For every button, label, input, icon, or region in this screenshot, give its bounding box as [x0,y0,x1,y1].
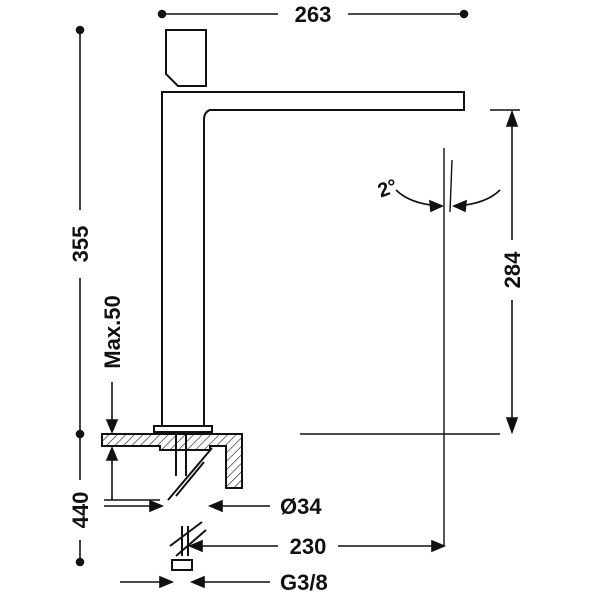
dim-hole-diameter [104,499,270,513]
shank [167,432,213,501]
hole-diameter-label: Ø34 [280,494,322,519]
spout-reach-label: 263 [295,2,332,27]
dim-spout-height [490,109,520,435]
total-height-label: 355 [68,226,93,263]
connection-label: G3/8 [280,570,328,595]
dim-angle [395,189,501,213]
max-deck-label: Max.50 [100,295,125,368]
flex-hose [169,521,207,571]
countertop-section [101,433,243,489]
reference-lines [300,148,500,546]
base-flange [153,425,213,433]
spout-body [161,91,465,427]
below-deck-label: 440 [68,492,93,529]
hose-length-label: 230 [290,534,327,559]
dim-below-deck [75,434,85,567]
lever-handle [165,29,207,87]
spout-height-label: 284 [500,251,525,288]
faucet-body [153,29,465,433]
dim-max-deck [104,382,160,501]
dim-hose-length [187,539,447,553]
dim-connection [120,575,270,589]
dim-spout-reach [157,9,469,19]
angle-label: 2° [375,175,400,202]
